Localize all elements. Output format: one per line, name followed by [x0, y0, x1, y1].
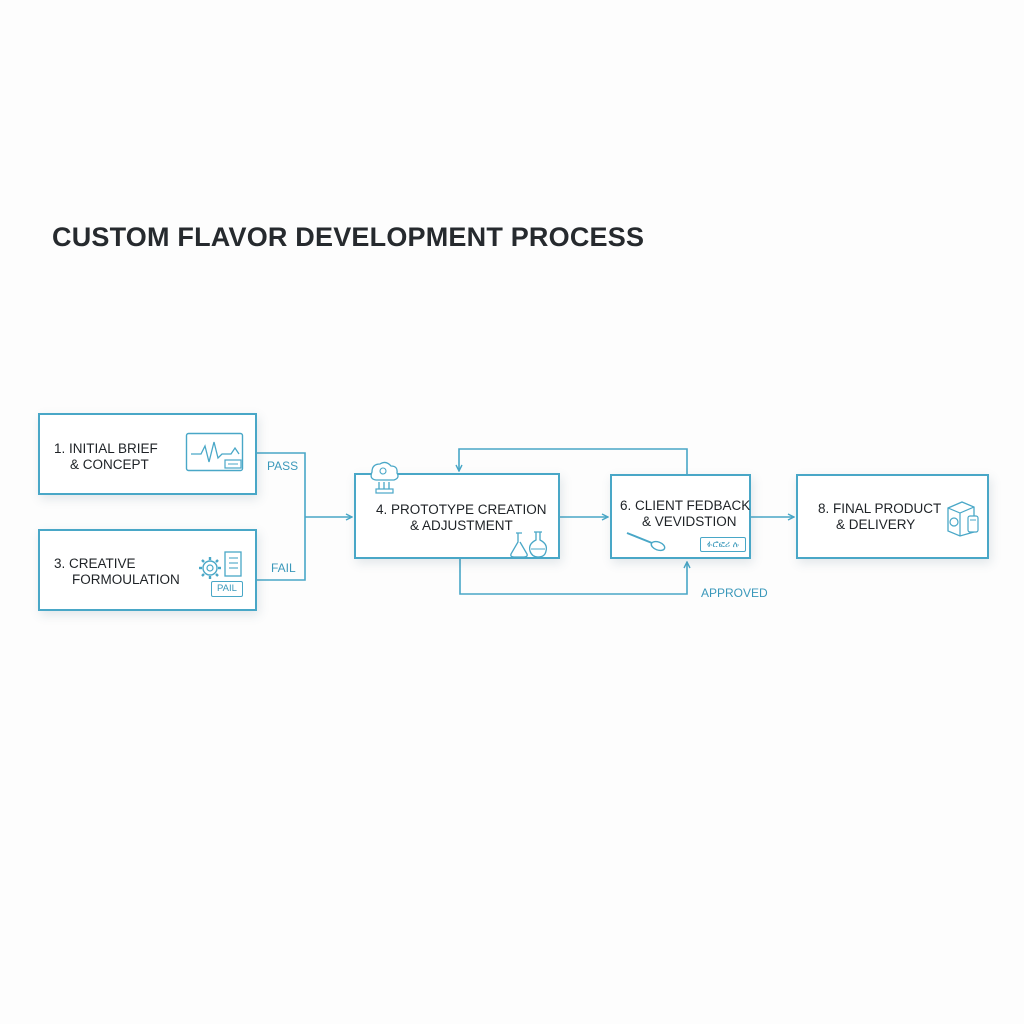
spoon-icon: [626, 532, 666, 552]
node-label-line1: 8. FINAL PRODUCT: [818, 501, 942, 516]
flask-icon: [510, 531, 548, 558]
node-final-delivery: 8. FINAL PRODUCT & DELIVERY: [796, 474, 989, 559]
node-prototype-creation: 4. PROTOTYPE CREATION & ADJUSTMENT: [354, 473, 560, 559]
node-creative-formulation: 3. CREATIVE FORMOULATION PAIL: [38, 529, 257, 611]
lab-equipment-icon: [370, 461, 399, 494]
status-tag-pail: PAIL: [211, 581, 243, 597]
connector-fail: [256, 517, 306, 581]
node-label-line1: 1. INITIAL BRIEF: [54, 441, 158, 456]
node-initial-brief: 1. INITIAL BRIEF & CONCEPT: [38, 413, 257, 495]
monitor-waveform-icon: [185, 432, 244, 472]
connector-revision-loop: [459, 448, 688, 474]
node-label-line2: & CONCEPT: [70, 457, 149, 472]
node-label: 6. CLIENT FEDBACK & VEVIDSTION: [620, 498, 750, 530]
node-label-line2: & VEVIDSTION: [642, 514, 737, 529]
node-label-line1: 6. CLIENT FEDBACK: [620, 498, 751, 513]
node-label-line1: 3. CREATIVE: [54, 556, 136, 571]
node-label-line2: FORMOULATION: [72, 572, 180, 587]
node-label: 8. FINAL PRODUCT & DELIVERY: [818, 501, 941, 533]
edge-label-pass: PASS: [267, 459, 299, 473]
node-label-line2: & ADJUSTMENT: [410, 518, 513, 533]
connector-pass: [256, 452, 306, 517]
node-label-line1: 4. PROTOTYPE CREATION: [376, 502, 547, 517]
node-label: 1. INITIAL BRIEF & CONCEPT: [54, 441, 158, 473]
connector-approved-loop: [459, 559, 687, 595]
status-tag-feedback: ፉሮፎሪ ሉ: [700, 537, 746, 552]
node-label-line2: & DELIVERY: [836, 517, 916, 532]
gear-checklist-icon: [199, 551, 242, 579]
node-label: 3. CREATIVE FORMOULATION: [54, 556, 180, 588]
page-title: CUSTOM FLAVOR DEVELOPMENT PROCESS: [52, 222, 645, 252]
package-icon: [947, 501, 979, 537]
edge-label-fail: FAIL: [271, 561, 296, 575]
node-label: 4. PROTOTYPE CREATION & ADJUSTMENT: [376, 502, 547, 534]
edge-label-approved: APPROVED: [701, 586, 768, 600]
node-client-feedback: 6. CLIENT FEDBACK & VEVIDSTION ፉሮፎሪ ሉ: [610, 474, 751, 559]
